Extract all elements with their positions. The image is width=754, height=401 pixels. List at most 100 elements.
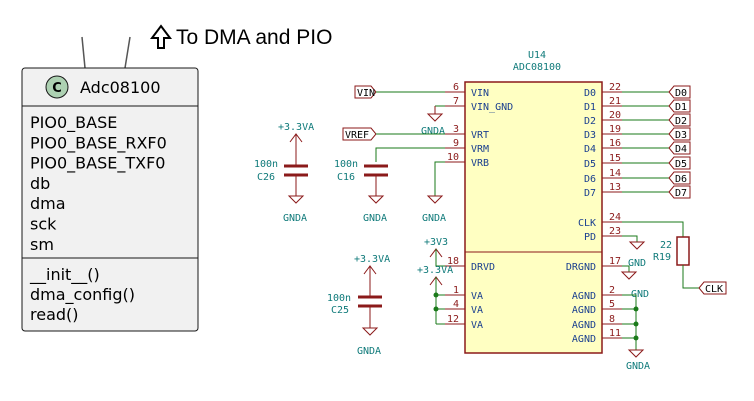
ic-pin-number: 22 <box>609 82 621 93</box>
ic-pin-number: 7 <box>453 96 459 107</box>
class-stereotype-icon <box>45 75 69 99</box>
ic-pin-name: VRB <box>471 158 489 169</box>
r19-value: 22 <box>660 240 672 251</box>
c25-supply-label: +3.3VA <box>354 254 390 265</box>
uml-class: C Adc08100 PIO0_BASEPIO0_BASE_RXF0PIO0_B… <box>21 36 199 332</box>
ic-pin-number: 21 <box>609 96 621 107</box>
gnda-symbol-agnd <box>627 349 645 358</box>
data-label: D4 <box>675 144 687 155</box>
gnda-symbol-c16 <box>367 195 385 204</box>
class-stereotype-letter: C <box>52 81 62 96</box>
uml-field: sck <box>30 215 57 234</box>
ic-pin-number: 5 <box>609 299 615 310</box>
gnda-label-c25: GNDA <box>357 346 381 357</box>
gnd-label-pd: GND <box>628 258 646 269</box>
data-label: D3 <box>675 130 687 141</box>
ic-pin-number: 23 <box>609 226 621 237</box>
uml-class-box <box>21 67 199 332</box>
vin-label-box <box>354 85 377 99</box>
gnda-label-c16: GNDA <box>363 213 387 224</box>
ic-pin-number: 6 <box>453 82 459 93</box>
ic-pin-name: VIN <box>471 88 489 99</box>
ic-pin-name: AGND <box>572 320 596 331</box>
note-text: To DMA and PIO <box>176 26 332 49</box>
vref-label-box <box>342 127 377 141</box>
note: To DMA and PIO <box>150 24 332 49</box>
uml-method: read() <box>30 305 79 324</box>
ic-pin-number: 3 <box>453 124 459 135</box>
gnda-label-vrb: GNDA <box>422 213 446 224</box>
gnd-symbol-drgnd <box>620 271 638 280</box>
data-label: D0 <box>675 88 687 99</box>
ic-pin-name: PD <box>584 232 596 243</box>
c16-value: 100n <box>334 159 358 170</box>
ic-pin-number: 9 <box>453 138 459 149</box>
gnda-label-agnd: GNDA <box>626 361 650 372</box>
ic-pin-number: 14 <box>609 168 621 179</box>
ic-pin-name: CLK <box>578 218 596 229</box>
gnd-label-drgnd: GND <box>631 289 649 300</box>
ic-pin-name: VA <box>471 291 483 302</box>
junction-va-1 <box>433 292 439 298</box>
gnda-symbol-c26 <box>287 195 305 204</box>
ic-pin-number: 20 <box>609 110 621 121</box>
ic-pin-name: VA <box>471 305 483 316</box>
ic-value: ADC08100 <box>513 62 561 73</box>
ic-pin-name: D2 <box>584 116 596 127</box>
ic-pin-name: DRGND <box>566 262 596 273</box>
data-label: D1 <box>675 102 687 113</box>
r19-wire <box>682 265 699 289</box>
c25-ref: C25 <box>331 305 349 316</box>
pd-wire <box>622 235 638 242</box>
uml-field: PIO0_BASE_TXF0 <box>30 154 165 174</box>
ic-pin-name: D5 <box>584 159 596 170</box>
uml-field: sm <box>30 235 54 254</box>
r19-body <box>676 236 690 266</box>
ic-pin-number: 19 <box>609 124 621 135</box>
ic-pin-name: D0 <box>584 88 596 99</box>
c26-value: 100n <box>254 159 278 170</box>
ic-pin-number: 13 <box>609 182 621 193</box>
c16-ref: C16 <box>337 172 355 183</box>
junction-agnd-11 <box>633 335 639 341</box>
clk-wire <box>622 221 684 237</box>
ic-pin-name: VIN_GND <box>471 102 513 113</box>
ic-pin-name: VRM <box>471 144 489 155</box>
up-arrow-icon <box>150 24 172 49</box>
schematic: U14 ADC08100 6VIN7VIN_GND3VRT9VRM10VRB22… <box>254 50 727 372</box>
ic-pins: 6VIN7VIN_GND3VRT9VRM10VRB22D021D120D219D… <box>445 82 622 345</box>
gnd-symbol-pd <box>628 241 646 250</box>
gnda-symbol-1 <box>426 113 444 122</box>
uml-field: db <box>30 174 50 193</box>
ic-pin-name: D3 <box>584 130 596 141</box>
ic-pin-number: 24 <box>609 212 621 223</box>
ic-pin-number: 4 <box>453 299 459 310</box>
c25-value: 100n <box>327 293 351 304</box>
data-label-box <box>668 99 691 113</box>
ic-pin-name: AGND <box>572 305 596 316</box>
ic-pin-number: 10 <box>447 152 459 163</box>
uml-field: PIO0_BASE <box>30 113 117 133</box>
ic-pin-number: 8 <box>609 314 615 325</box>
clk-label-box <box>698 281 727 295</box>
uml-methods: __init__()dma_config()read() <box>29 265 135 324</box>
ic-pin-name: D7 <box>584 188 596 199</box>
ic-pin-number: 15 <box>609 153 621 164</box>
uml-method: __init__() <box>29 265 100 285</box>
va-supply-label: +3.3VA <box>417 265 453 276</box>
junction-va-4 <box>433 306 439 312</box>
ic-ref: U14 <box>528 50 546 61</box>
class-name: Adc08100 <box>80 78 161 97</box>
drvd-supply-label: +3V3 <box>424 237 448 248</box>
gnda-label-1: GNDA <box>421 126 445 137</box>
data-label-box <box>668 113 691 127</box>
ic-pin-name: AGND <box>572 334 596 345</box>
uml-fields: PIO0_BASEPIO0_BASE_RXF0PIO0_BASE_TXF0dbd… <box>30 113 167 254</box>
junction-agnd-5 <box>633 306 639 312</box>
data-label-box <box>668 127 691 141</box>
vref-label: VREF <box>345 130 369 141</box>
ic-pin-name: D4 <box>584 144 596 155</box>
gnda-label-c26: GNDA <box>283 213 307 224</box>
clk-label: CLK <box>705 284 723 295</box>
